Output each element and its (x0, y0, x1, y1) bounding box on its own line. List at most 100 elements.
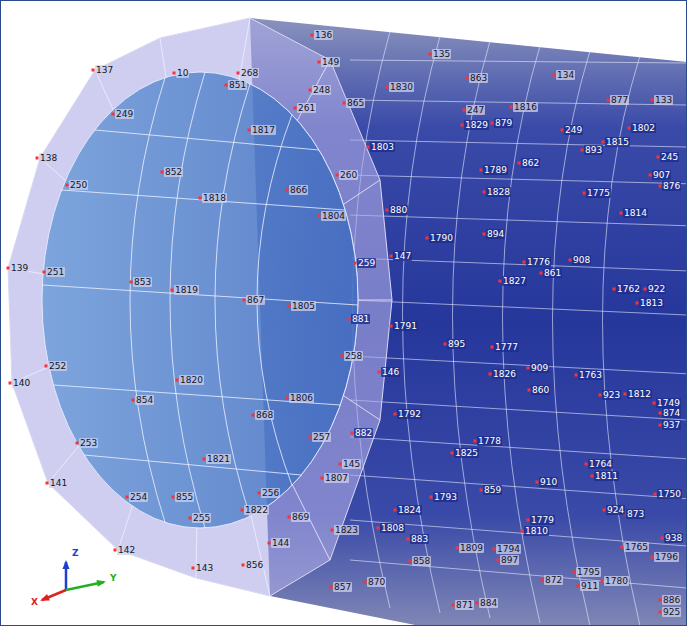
node-number: 866 (289, 185, 308, 195)
mesh-line (350, 437, 687, 459)
node-number: 894 (486, 229, 505, 239)
mesh-line (251, 516, 270, 596)
node-number: 1765 (624, 542, 649, 552)
mesh-line (553, 51, 591, 626)
end-ring (8, 18, 392, 596)
node-number: 1826 (492, 369, 517, 379)
mesh-line (343, 180, 380, 204)
node-number: 261 (297, 103, 316, 113)
node-number: 142 (117, 545, 136, 555)
mesh-line (453, 41, 491, 618)
node-number: 893 (584, 145, 603, 155)
node-number: 907 (652, 170, 671, 180)
node-number: 248 (312, 85, 331, 95)
mesh-line (160, 38, 166, 77)
node-number: 1789 (483, 165, 508, 175)
node-number: 1818 (202, 193, 227, 203)
node-number: 260 (339, 170, 358, 180)
node-number: 1809 (459, 543, 484, 553)
mesh-line (95, 70, 113, 110)
node-number: 135 (432, 49, 451, 59)
node-number: 871 (455, 600, 474, 610)
axis-arrowhead (63, 560, 70, 569)
node-number: 872 (544, 575, 563, 585)
node-number: 1829 (464, 120, 489, 130)
node-number: 251 (46, 267, 65, 277)
node-number: 252 (48, 361, 67, 371)
node-number: 1822 (244, 505, 269, 515)
mesh-line (343, 396, 380, 420)
node-number: 876 (662, 181, 681, 191)
node-number: 1763 (578, 370, 603, 380)
node-number: 862 (521, 158, 540, 168)
mesh-line (503, 46, 541, 623)
node-number: 852 (164, 167, 183, 177)
mesh-line (350, 140, 687, 147)
node-number: 853 (133, 277, 152, 287)
node-number: 1777 (494, 342, 519, 352)
node-number: 897 (500, 555, 519, 565)
node-number: 1811 (594, 471, 619, 481)
mesh-line (350, 175, 687, 184)
node-number: 146 (381, 367, 400, 377)
axis-label: Y (109, 573, 118, 583)
node-number: 937 (662, 420, 681, 430)
node-number: 138 (39, 153, 58, 163)
node-number: 895 (447, 339, 466, 349)
node-number: 147 (393, 251, 412, 261)
node-number: 886 (662, 595, 681, 605)
node-number: 1793 (433, 492, 458, 502)
mesh-line (350, 300, 687, 315)
node-number: 256 (261, 488, 280, 498)
node-number: 1780 (604, 576, 629, 586)
node-number: 1819 (174, 285, 199, 295)
mesh-line (292, 485, 330, 560)
node-number: 1778 (477, 436, 502, 446)
node-number: 1820 (179, 375, 204, 385)
node-number: 867 (246, 295, 265, 305)
node-number: 881 (351, 314, 370, 324)
node-number: 1817 (251, 125, 276, 135)
mesh-line (130, 78, 165, 523)
node-number: 1762 (616, 284, 641, 294)
node-number: 883 (410, 534, 429, 544)
node-number: 865 (346, 98, 365, 108)
node-number: 911 (580, 581, 599, 591)
node-number: 870 (367, 577, 386, 587)
axis-arrowhead (40, 594, 50, 601)
node-number: 245 (660, 152, 679, 162)
node-number: 1810 (524, 526, 549, 536)
node-number: 134 (556, 70, 575, 80)
node-number: 938 (664, 533, 683, 543)
node-number: 1794 (496, 544, 521, 554)
node-number: 1805 (291, 301, 316, 311)
node-number: 1764 (588, 459, 613, 469)
node-number: 1803 (370, 142, 395, 152)
node-number: 1791 (393, 321, 418, 331)
node-number: 144 (271, 538, 290, 548)
node-number: 1830 (389, 82, 414, 92)
node-number: 149 (321, 57, 340, 67)
node-number: 925 (662, 607, 681, 617)
node-number: 863 (469, 73, 488, 83)
node-number: 908 (572, 255, 591, 265)
node-number: 857 (333, 582, 352, 592)
node-number: 1824 (397, 505, 422, 515)
node-number: 1825 (454, 448, 479, 458)
node-number: 1796 (654, 552, 679, 562)
node-number: 910 (539, 477, 558, 487)
node-number: 877 (610, 95, 629, 105)
node-number: 869 (291, 512, 310, 522)
mesh-line (84, 455, 301, 475)
node-number: 258 (344, 351, 363, 361)
node-number: 859 (483, 485, 502, 495)
node-number: 884 (479, 598, 498, 608)
node-number: 1812 (627, 389, 652, 399)
node-number: 924 (606, 505, 625, 515)
node-number: 855 (175, 492, 194, 502)
node-number: 922 (647, 284, 666, 294)
node-number: 1807 (324, 473, 349, 483)
mesh-line (215, 84, 250, 517)
node-number: 249 (115, 109, 134, 119)
